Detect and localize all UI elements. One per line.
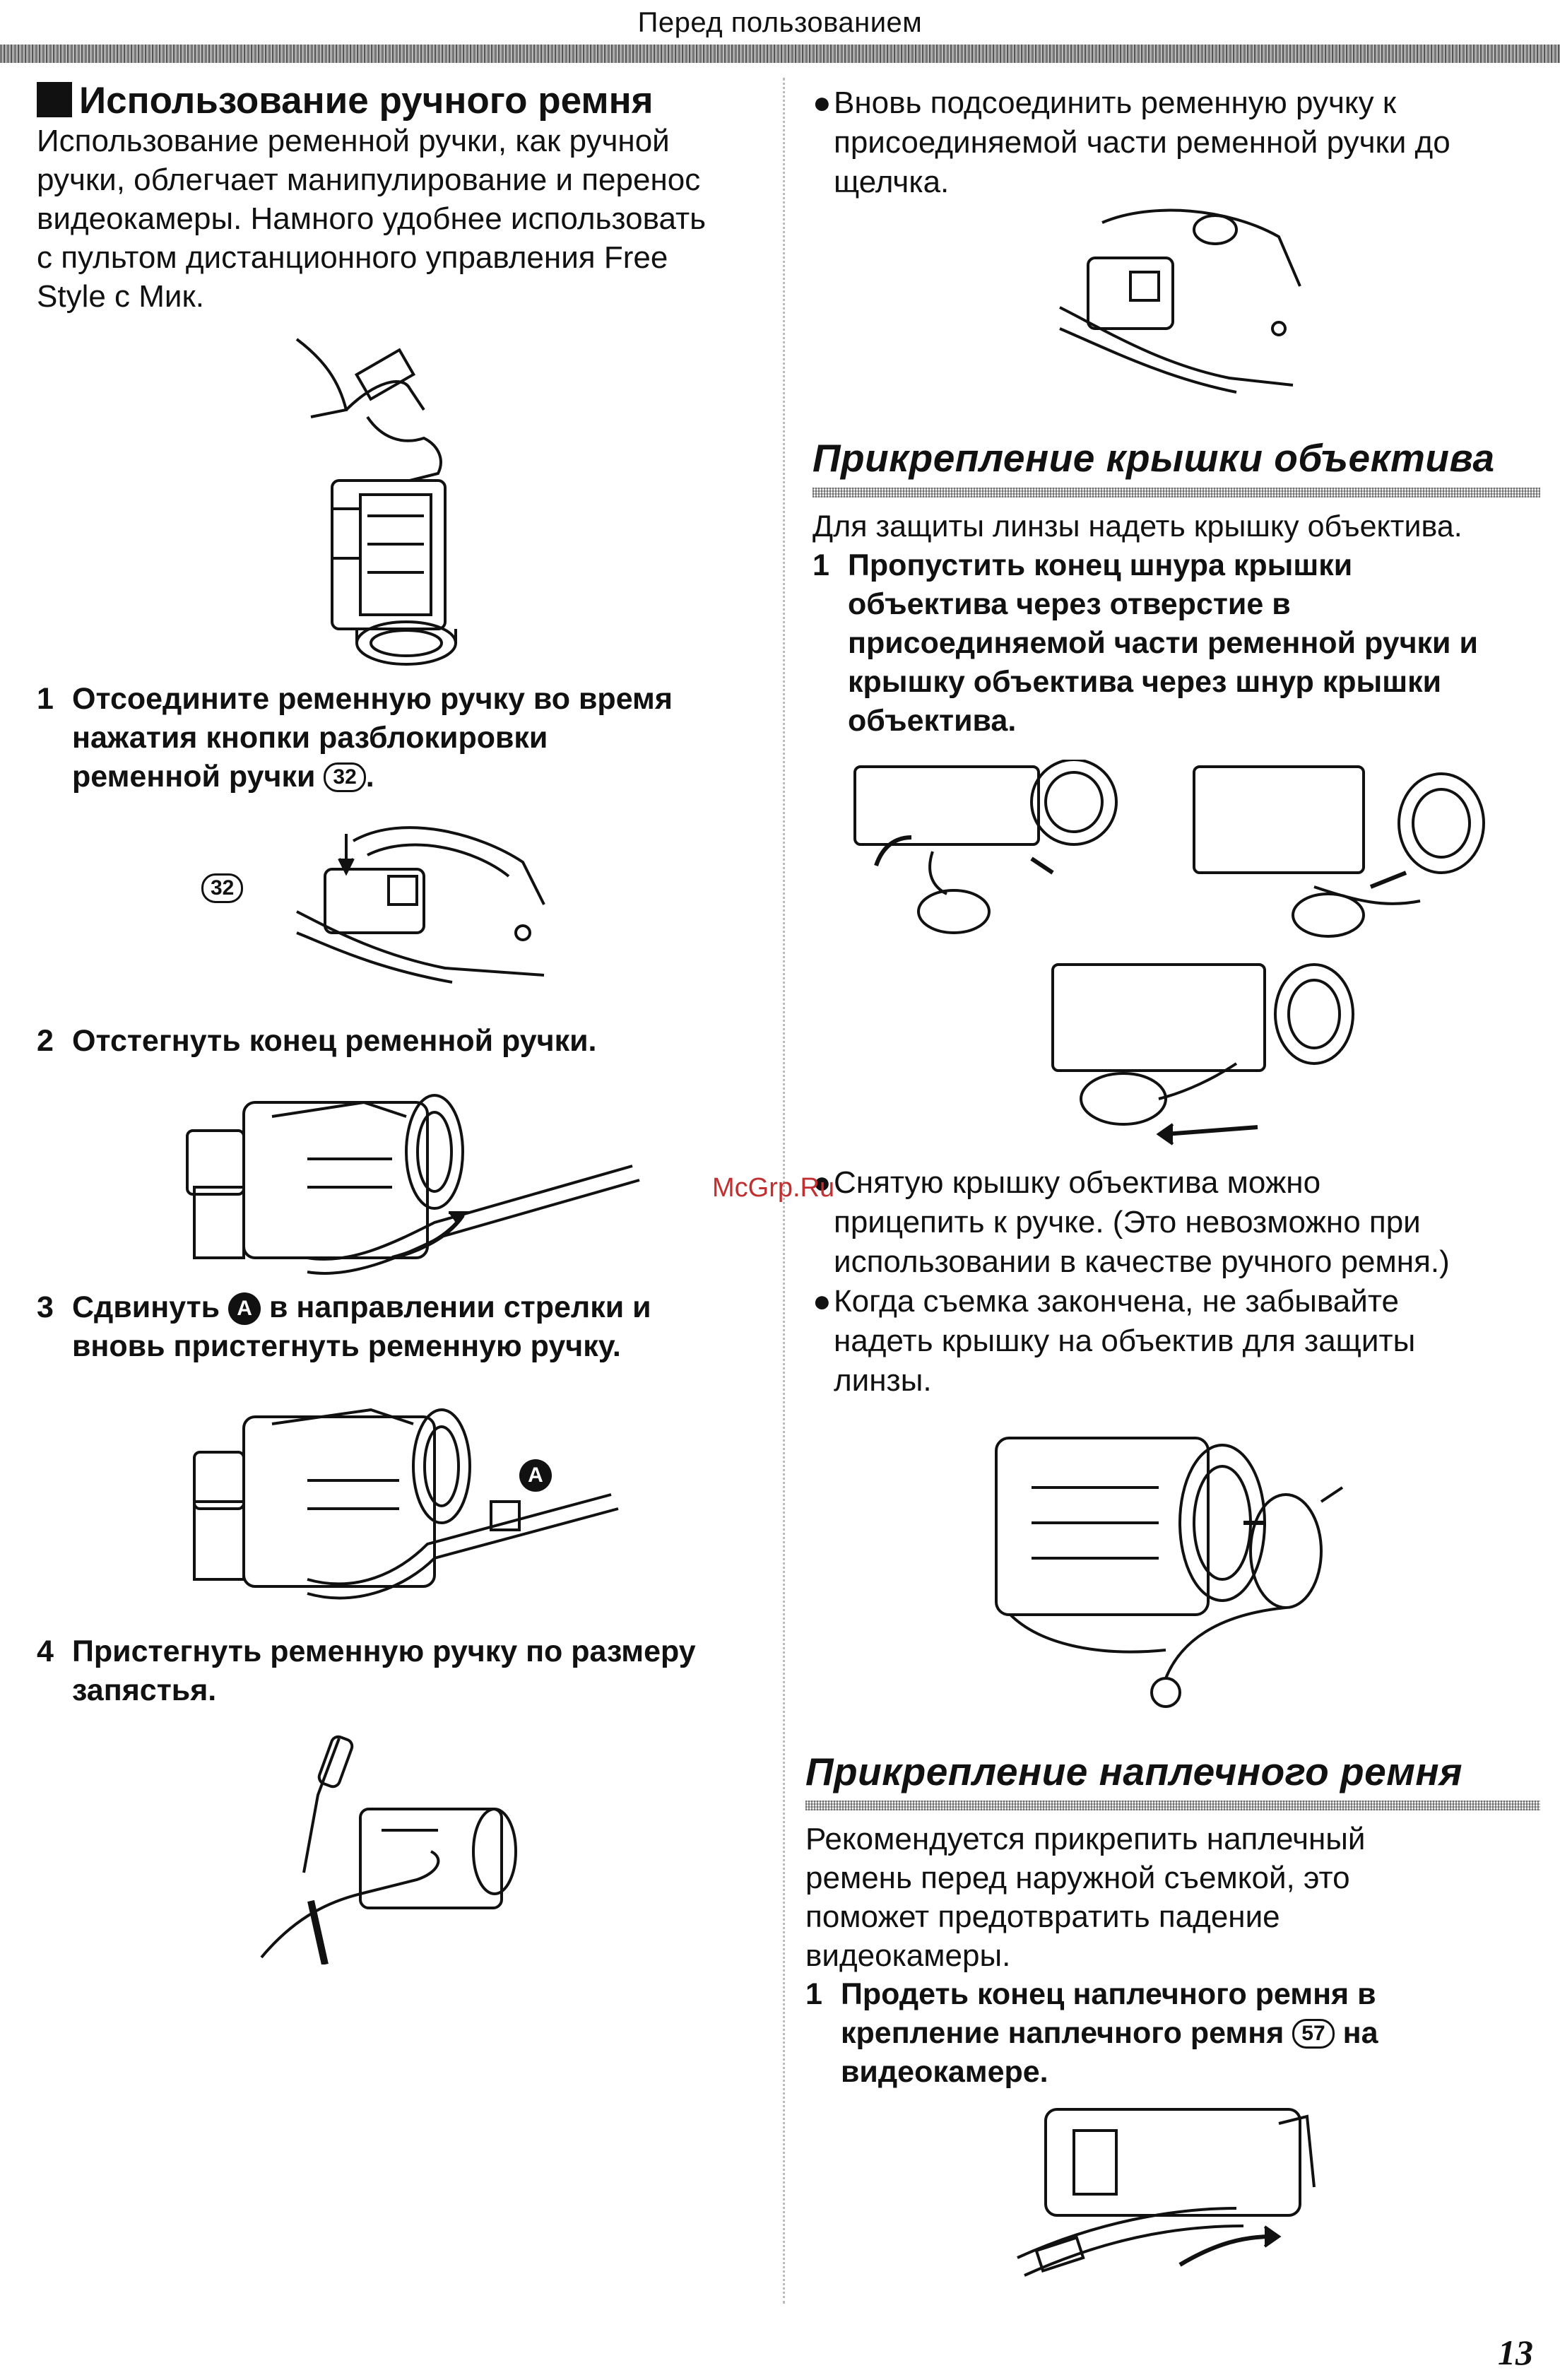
- figure-camera-strap-refasten: [187, 1389, 625, 1615]
- intro-paragraph: Использование ременной ручки, как ручной…: [37, 124, 707, 314]
- step-1-lens-cap-cord: 1 Пропустить конец шнура крышки объектив…: [812, 548, 1478, 738]
- lens-cap-intro: Для защиты линзы надеть крышку объектива…: [812, 509, 1462, 543]
- section-title-shoulder-strap: Прикрепление наплечного ремня: [805, 1750, 1463, 1793]
- bullet-reattach: ● Вновь подсоединить ременную ручку к пр…: [812, 86, 1450, 199]
- page-ref-32: 32: [324, 762, 366, 792]
- bullet-cap-after-shoot: ● Когда съемка закончена, не забывайте н…: [812, 1284, 1416, 1398]
- step-2-unfasten: 2 Отстегнуть конец ременной ручки.: [37, 1024, 597, 1058]
- section-rule-lens-cap: [812, 488, 1540, 497]
- figure-reattach-click: [1046, 208, 1314, 399]
- column-divider: [783, 78, 785, 2304]
- header-bar: [0, 45, 1560, 63]
- figure-hand-in-strap: [254, 1731, 523, 1964]
- header-title: Перед пользованием: [637, 7, 923, 38]
- step-1-detach: 1 Отсоедините ременную ручку во время на…: [37, 682, 673, 794]
- figure-camera-lens-cap: [982, 1417, 1378, 1714]
- figure-hand-on-camera: [283, 332, 523, 678]
- figure-camera-strap-unfastened: [180, 1074, 646, 1286]
- section-title-hand-strap: Использование ручного ремня: [37, 79, 654, 122]
- figure-shoulder-strap: [1010, 2102, 1335, 2279]
- section-square-icon: [37, 82, 72, 117]
- figure-label-a: A: [519, 1459, 552, 1492]
- page-header: Перед пользованием: [0, 0, 1560, 67]
- shoulder-intro: Рекомендуется прикрепить наплечный ремен…: [805, 1822, 1366, 1973]
- step-1-shoulder-strap: 1 Продеть конец наплечного ремня в крепл…: [805, 1977, 1378, 2089]
- label-a-icon: A: [228, 1292, 261, 1325]
- figure-release-button: [219, 820, 551, 989]
- section-rule-shoulder-strap: [805, 1801, 1540, 1810]
- figure-lens-cap-step-b: [1187, 760, 1491, 950]
- figure-lens-cap-step-a: [848, 760, 1152, 950]
- watermark: McGrp.Ru: [712, 1173, 835, 1203]
- step-3-slide: 3 Сдвинуть A в направлении стрелки и вно…: [37, 1290, 651, 1363]
- section-title-lens-cap: Прикрепление крышки объектива: [812, 436, 1495, 480]
- step-4-adjust: 4 Пристегнуть ременную ручку по размеру …: [37, 1634, 696, 1707]
- page-number: 13: [1498, 2333, 1533, 2372]
- page-ref-57: 57: [1292, 2019, 1335, 2049]
- figure-ref-32: 32: [201, 873, 244, 903]
- figure-lens-cap-step-c: [1046, 958, 1357, 1155]
- bullet-cap-on-grip: ● Снятую крышку объектива можно прицепит…: [812, 1165, 1450, 1279]
